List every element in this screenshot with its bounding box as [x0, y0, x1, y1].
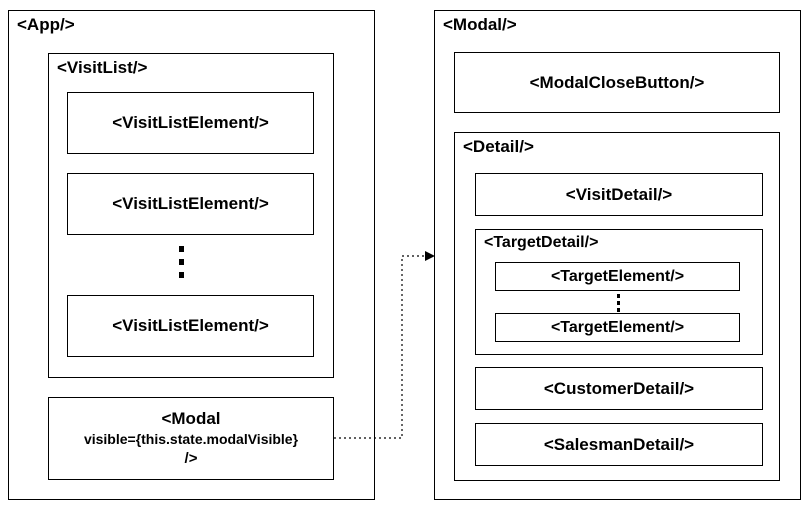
modal-usage-close-tag: />	[184, 449, 198, 467]
modal-usage-prop: visible={this.state.modalVisible}	[83, 430, 299, 447]
target-element: <TargetElement/>	[495, 262, 740, 291]
visit-detail-component: <VisitDetail/>	[475, 173, 763, 216]
visit-list-element: <VisitListElement/>	[67, 295, 314, 357]
visit-list-element: <VisitListElement/>	[67, 92, 314, 154]
salesman-detail-component: <SalesmanDetail/>	[475, 423, 763, 466]
detail-label: <Detail/>	[463, 137, 534, 156]
visit-list-element: <VisitListElement/>	[67, 173, 314, 235]
modal-usage-open-tag: <Modal	[161, 408, 221, 428]
ellipsis-vertical-icon	[177, 246, 185, 285]
visit-list-label: <VisitList/>	[57, 58, 148, 77]
modal-label: <Modal/>	[443, 15, 517, 34]
app-label: <App/>	[17, 15, 75, 34]
ellipsis-vertical-icon	[614, 294, 622, 315]
modal-usage-component: <Modal visible={this.state.modalVisible}…	[48, 397, 334, 480]
customer-detail-component: <CustomerDetail/>	[475, 367, 763, 410]
target-element: <TargetElement/>	[495, 313, 740, 342]
modal-close-button-component: <ModalCloseButton/>	[454, 52, 780, 113]
target-detail-label: <TargetDetail/>	[484, 234, 599, 251]
